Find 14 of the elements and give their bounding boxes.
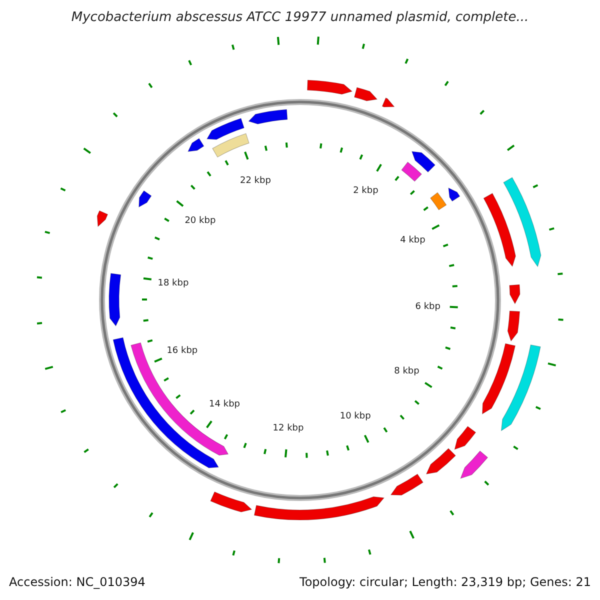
- accession-text: Accession: NC_010394: [9, 575, 146, 589]
- scale-label: 16 kbp: [166, 346, 198, 356]
- scale-label: 14 kbp: [209, 399, 240, 410]
- scale-label: 20 kbp: [184, 216, 216, 226]
- scale-label: 8 kbp: [394, 366, 420, 377]
- scale-label: 4 kbp: [400, 235, 426, 246]
- scale-label: 18 kbp: [158, 278, 189, 288]
- scale-label: 10 kbp: [340, 411, 371, 422]
- scale-label: 6 kbp: [415, 302, 440, 312]
- scale-label: 12 kbp: [272, 423, 304, 434]
- summary-text: Topology: circular; Length: 23,319 bp; Genes: 21: [300, 575, 591, 589]
- scale-label: 22 kbp: [240, 176, 271, 186]
- map-title: Mycobacterium abscessus ATCC 19977 unnamed plasmid, complete...: [71, 10, 529, 25]
- scale-label: 2 kbp: [353, 186, 378, 196]
